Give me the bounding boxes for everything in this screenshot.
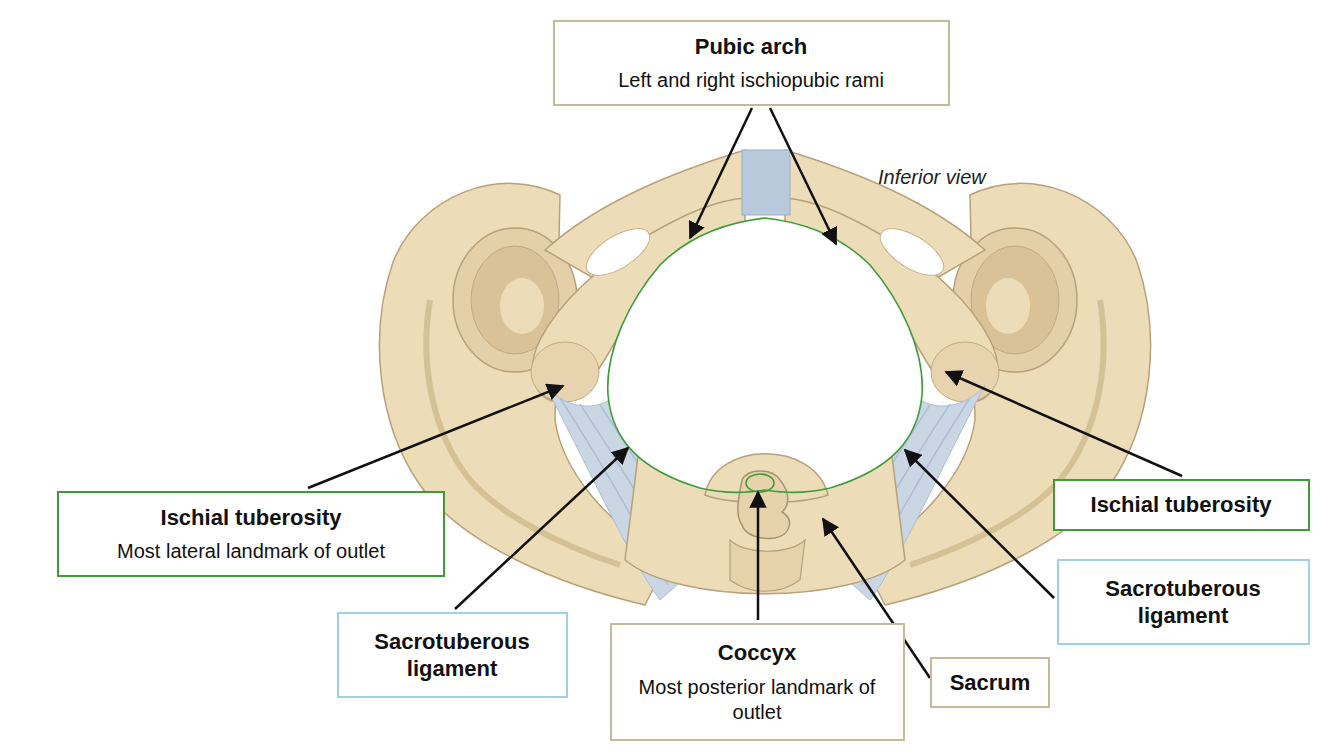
label-note: Left and right ischiopubic rami <box>618 68 884 93</box>
label-box: Ischial tuberosity <box>1053 479 1310 531</box>
label-box: Sacrotuberous ligament <box>337 612 568 698</box>
label-box: Sacrum <box>930 657 1050 708</box>
label-title: Pubic arch <box>695 33 807 61</box>
label-title: Sacrotuberous ligament <box>1067 575 1300 630</box>
label-title: Ischial tuberosity <box>161 504 342 532</box>
label-box: Pubic archLeft and right ischiopubic ram… <box>553 20 950 106</box>
label-title: Coccyx <box>718 639 796 667</box>
label-title: Ischial tuberosity <box>1091 491 1272 519</box>
leader-lines <box>308 108 1182 678</box>
label-box: Ischial tuberosityMost lateral landmark … <box>57 491 445 577</box>
label-title: Sacrum <box>950 669 1031 697</box>
label-box: Sacrotuberous ligament <box>1057 559 1310 645</box>
label-box: CoccyxMost posterior landmark of outlet <box>610 623 905 741</box>
label-note: Most posterior landmark of outlet <box>620 675 895 725</box>
label-note: Most lateral landmark of outlet <box>117 539 385 564</box>
label-title: Sacrotuberous ligament <box>347 628 558 683</box>
view-label: Inferior view <box>878 166 986 189</box>
